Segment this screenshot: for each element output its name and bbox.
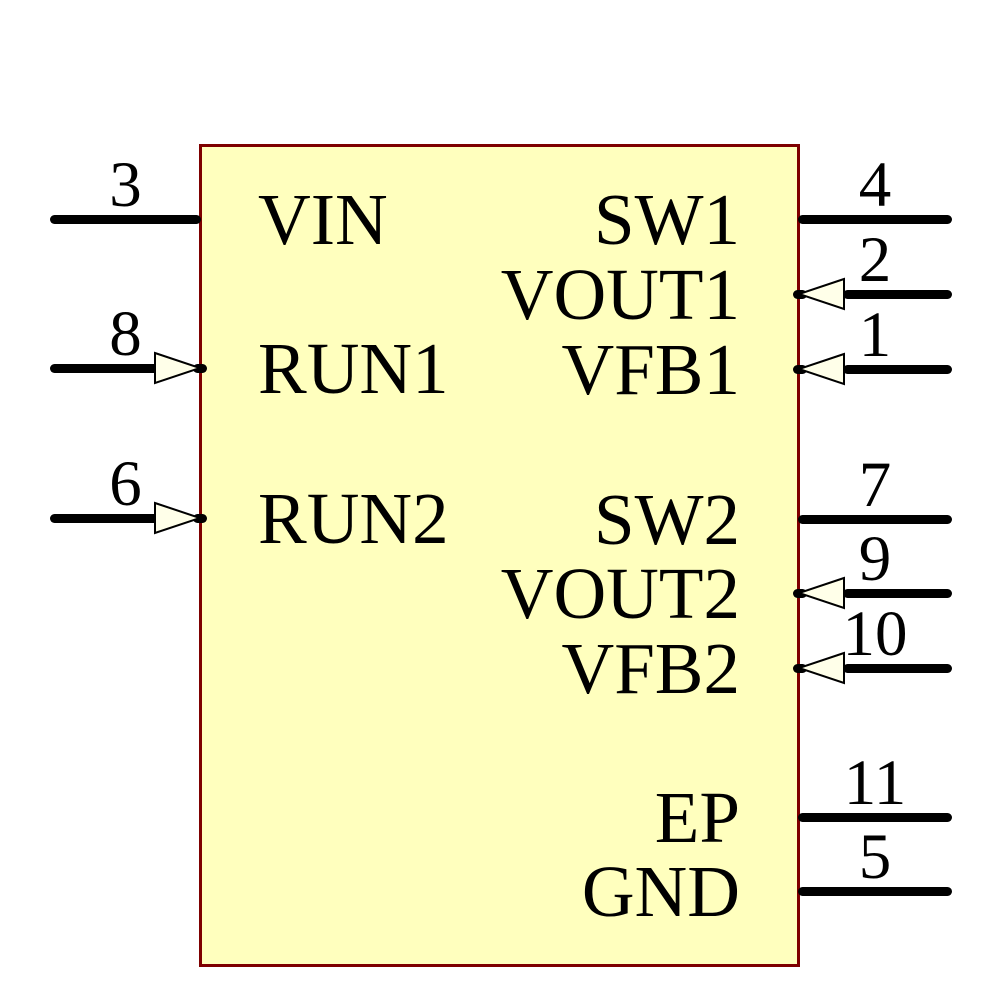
- pin-number: 4: [858, 149, 892, 221]
- pin-label: VIN: [258, 179, 388, 260]
- pin-label: EP: [654, 777, 740, 858]
- input-arrow-icon: [796, 651, 845, 685]
- pin-number: 9: [858, 523, 892, 595]
- pin-number: 3: [109, 149, 142, 221]
- ic-body: [199, 144, 800, 967]
- input-arrow-icon: [796, 576, 845, 610]
- pin-number: 11: [843, 747, 907, 819]
- input-arrow-icon: [154, 351, 203, 385]
- pin-number: 10: [842, 598, 908, 670]
- pin-line: [843, 589, 952, 598]
- pin-line: [798, 215, 952, 224]
- pin-label: VFB2: [561, 628, 740, 709]
- pin-label: RUN2: [258, 478, 449, 559]
- pin-label: SW2: [594, 479, 740, 560]
- input-arrow-icon: [796, 277, 845, 311]
- input-arrow-icon: [796, 352, 845, 386]
- pin-label: GND: [581, 851, 740, 932]
- pin-label: SW1: [594, 179, 740, 260]
- pin-label: VOUT2: [500, 553, 740, 634]
- pin-line: [843, 664, 952, 673]
- pin-line: [843, 365, 952, 374]
- pin-number: 8: [109, 298, 142, 370]
- input-arrow-icon: [154, 501, 203, 535]
- pin-number: 6: [109, 448, 142, 520]
- pin-number: 7: [858, 449, 892, 521]
- pin-label: VFB1: [561, 329, 740, 410]
- pin-label: RUN1: [258, 328, 449, 409]
- pin-number: 5: [858, 821, 892, 893]
- pin-line: [798, 515, 952, 524]
- pin-number: 1: [858, 299, 892, 371]
- pin-line: [798, 887, 952, 896]
- pin-line: [798, 813, 952, 822]
- pin-number: 2: [858, 224, 892, 296]
- pin-line: [50, 215, 201, 224]
- pin-label: VOUT1: [500, 254, 740, 335]
- pin-line: [50, 364, 160, 373]
- pin-line: [50, 514, 160, 523]
- pin-line: [843, 290, 952, 299]
